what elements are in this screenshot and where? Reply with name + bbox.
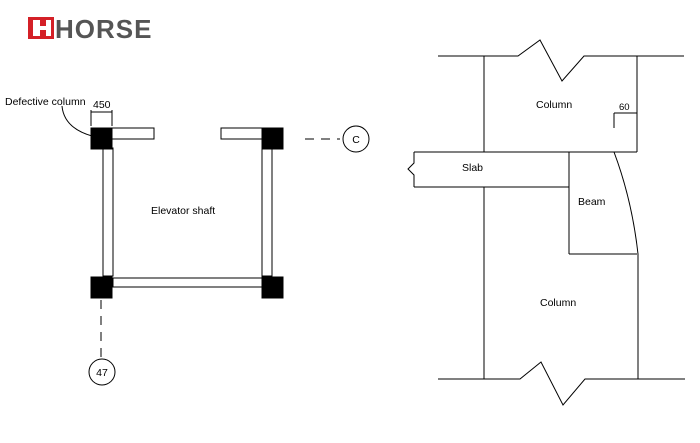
bottom-wall: [112, 277, 264, 288]
grid-bubble-c: [342, 125, 370, 153]
right-wall: [261, 147, 273, 277]
beam-curved-edge: [613, 151, 639, 255]
dimension-450-label: 450: [93, 99, 111, 111]
column-bottom-left: [90, 276, 113, 299]
beam-label: Beam: [578, 196, 606, 208]
plan-labels: Defective column 450 Elevator shaft C 47: [5, 96, 360, 379]
section-view: [407, 39, 685, 406]
column-top-right: [261, 127, 284, 150]
slab-label: Slab: [462, 162, 483, 174]
grid-bubble-47: [88, 358, 116, 386]
dimension-60-label: 60: [619, 102, 630, 113]
grid-47-label: 47: [96, 367, 108, 379]
grid-c-label: C: [352, 134, 360, 146]
defective-leader: [61, 105, 93, 137]
section-labels: Column 60 Slab Beam Column: [462, 99, 630, 309]
top-column-label: Column: [536, 99, 572, 111]
left-wall: [102, 147, 114, 277]
defective-column-label: Defective column: [5, 96, 86, 108]
bottom-break-line: [438, 361, 685, 406]
top-right-wall: [220, 127, 264, 140]
slab-break-mark: [407, 152, 415, 187]
plan-view: [61, 105, 370, 386]
logo-text: HORSE: [55, 14, 152, 44]
bottom-column-label: Column: [540, 297, 576, 309]
top-break-line: [438, 39, 684, 82]
logo-mark-letter: [33, 20, 51, 36]
elevator-shaft-label: Elevator shaft: [151, 205, 215, 217]
defective-column: [90, 127, 113, 150]
top-left-wall: [111, 127, 155, 140]
column-bottom-right: [261, 276, 284, 299]
horse-logo: HORSE: [28, 14, 152, 44]
